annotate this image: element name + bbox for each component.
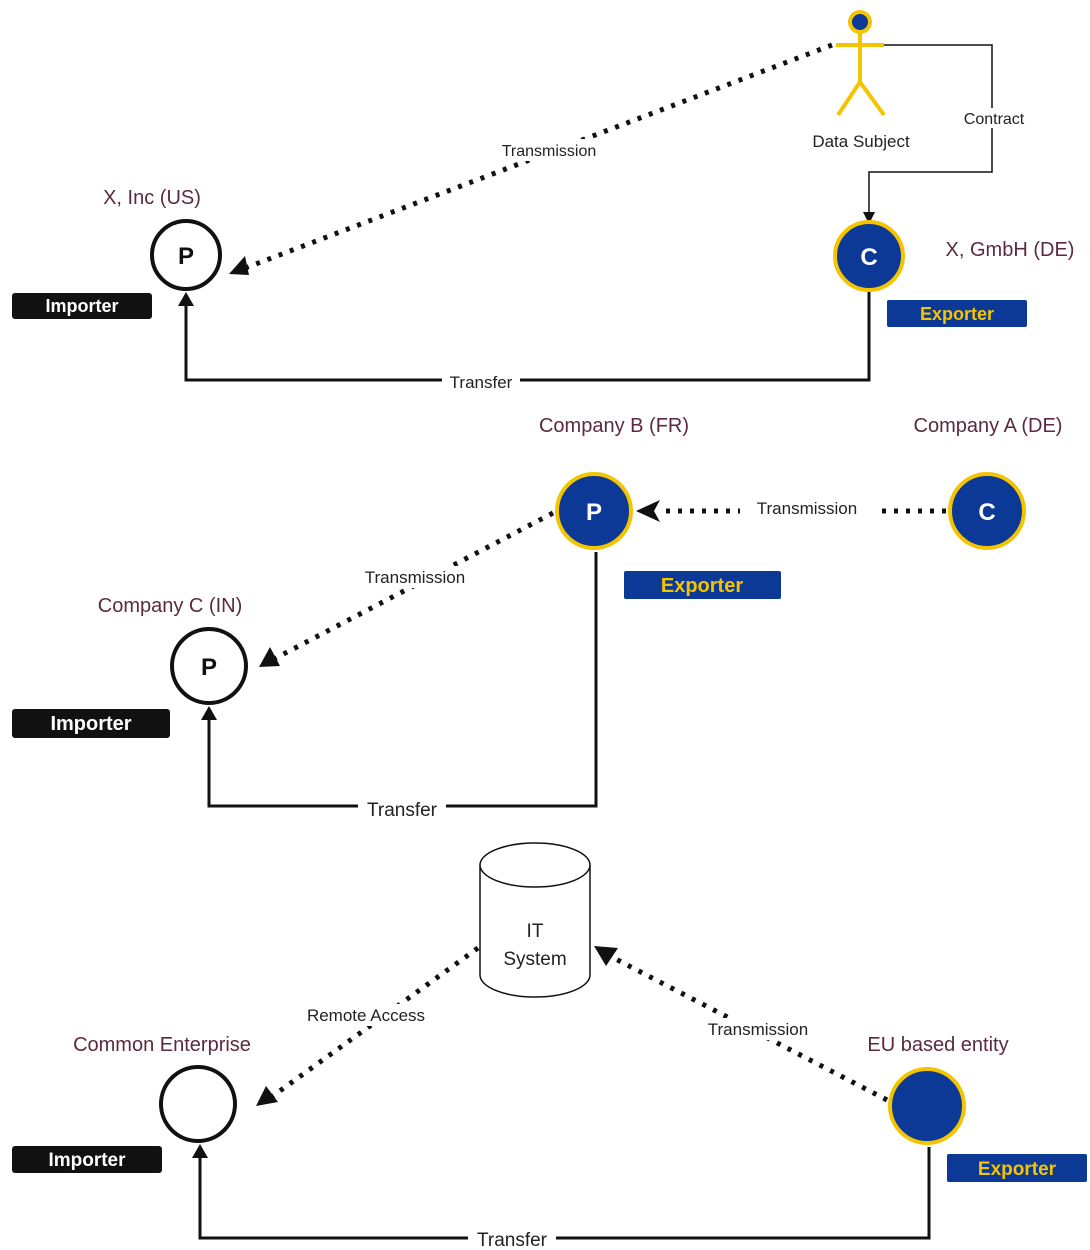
transmission-label-bg-3 bbox=[694, 1018, 822, 1040]
company-a-node bbox=[948, 472, 1026, 550]
transfer-label-3: Transfer bbox=[477, 1230, 548, 1250]
contract-label: Contract bbox=[964, 111, 1025, 128]
company-c-importer-badge-text: Importer bbox=[50, 713, 131, 735]
x-inc-node-letter: P bbox=[178, 243, 194, 270]
contract-edge bbox=[868, 44, 993, 214]
remote-access-label-bg bbox=[292, 1004, 440, 1026]
eu-entity-exporter-badge bbox=[947, 1154, 1087, 1182]
transfer-edge-1 bbox=[184, 292, 871, 382]
x-gmbh-label: X, GmbH (DE) bbox=[946, 239, 1075, 261]
eu-entity-node bbox=[888, 1067, 966, 1145]
transmission-label-1: Transmission bbox=[502, 143, 597, 160]
transmission-label-3: Transmission bbox=[708, 1020, 808, 1039]
transfer-label-bg-3 bbox=[468, 1228, 556, 1250]
company-c-importer-badge bbox=[12, 709, 170, 738]
transmission-arrowhead-ab bbox=[636, 500, 660, 522]
transmission-arrowhead-3 bbox=[594, 946, 618, 966]
contract-arrowhead bbox=[863, 212, 875, 224]
x-inc-importer-badge bbox=[12, 293, 152, 319]
transmission-label-bc: Transmission bbox=[365, 568, 465, 587]
transfer-edge-3 bbox=[198, 1147, 931, 1240]
common-enterprise-node bbox=[159, 1065, 237, 1143]
transfer-arrowhead-1 bbox=[178, 292, 194, 306]
contract-label-bg bbox=[952, 108, 1034, 128]
remote-access-label: Remote Access bbox=[307, 1006, 425, 1025]
x-inc-label: X, Inc (US) bbox=[103, 187, 201, 209]
company-b-node bbox=[555, 472, 633, 550]
x-gmbh-node bbox=[833, 220, 905, 292]
x-gmbh-exporter-badge-text: Exporter bbox=[920, 304, 994, 324]
transmission-label-bg-bc bbox=[348, 566, 482, 588]
transfer-label-bg-1 bbox=[442, 371, 520, 391]
transmission-label-bg-ab bbox=[740, 497, 874, 521]
eu-entity-label: EU based entity bbox=[867, 1034, 1008, 1056]
transfer-label-bg-2 bbox=[358, 797, 446, 819]
actor-icon bbox=[836, 10, 886, 117]
transfer-label-2: Transfer bbox=[367, 800, 438, 821]
actor-label: Data Subject bbox=[812, 132, 910, 151]
company-b-label: Company B (FR) bbox=[539, 415, 689, 437]
company-c-label: Company C (IN) bbox=[98, 595, 242, 617]
transfer-label-1: Transfer bbox=[450, 373, 513, 392]
company-b-node-letter: P bbox=[586, 499, 602, 526]
transmission-label-ab: Transmission bbox=[757, 499, 857, 518]
remote-access-arrowhead bbox=[256, 1086, 278, 1106]
transmission-arrowhead-bc bbox=[259, 647, 280, 667]
transmission-label-bg-1 bbox=[490, 139, 608, 161]
x-gmbh-exporter-badge bbox=[887, 300, 1027, 327]
common-enterprise-importer-badge-text: Importer bbox=[48, 1150, 126, 1171]
eu-entity-exporter-badge-text: Exporter bbox=[978, 1159, 1057, 1180]
company-a-node-letter: C bbox=[978, 499, 995, 526]
company-b-exporter-badge bbox=[624, 571, 781, 599]
company-c-node bbox=[170, 627, 248, 705]
company-b-exporter-badge-text: Exporter bbox=[661, 575, 743, 597]
company-c-node-letter: P bbox=[201, 654, 217, 681]
transfer-arrowhead-2 bbox=[201, 706, 217, 720]
x-inc-importer-badge-text: Importer bbox=[45, 296, 118, 316]
common-enterprise-label: Common Enterprise bbox=[73, 1034, 251, 1056]
company-a-label: Company A (DE) bbox=[914, 415, 1063, 437]
database-icon bbox=[479, 842, 591, 998]
x-inc-node bbox=[150, 219, 222, 291]
transfer-arrowhead-3 bbox=[192, 1144, 208, 1158]
x-gmbh-node-letter: C bbox=[860, 244, 877, 271]
it-system-label-line2: System bbox=[503, 949, 566, 970]
transmission-arrowhead-1 bbox=[229, 256, 249, 275]
it-system-label-line1: IT bbox=[527, 921, 544, 942]
common-enterprise-importer-badge bbox=[12, 1146, 162, 1173]
